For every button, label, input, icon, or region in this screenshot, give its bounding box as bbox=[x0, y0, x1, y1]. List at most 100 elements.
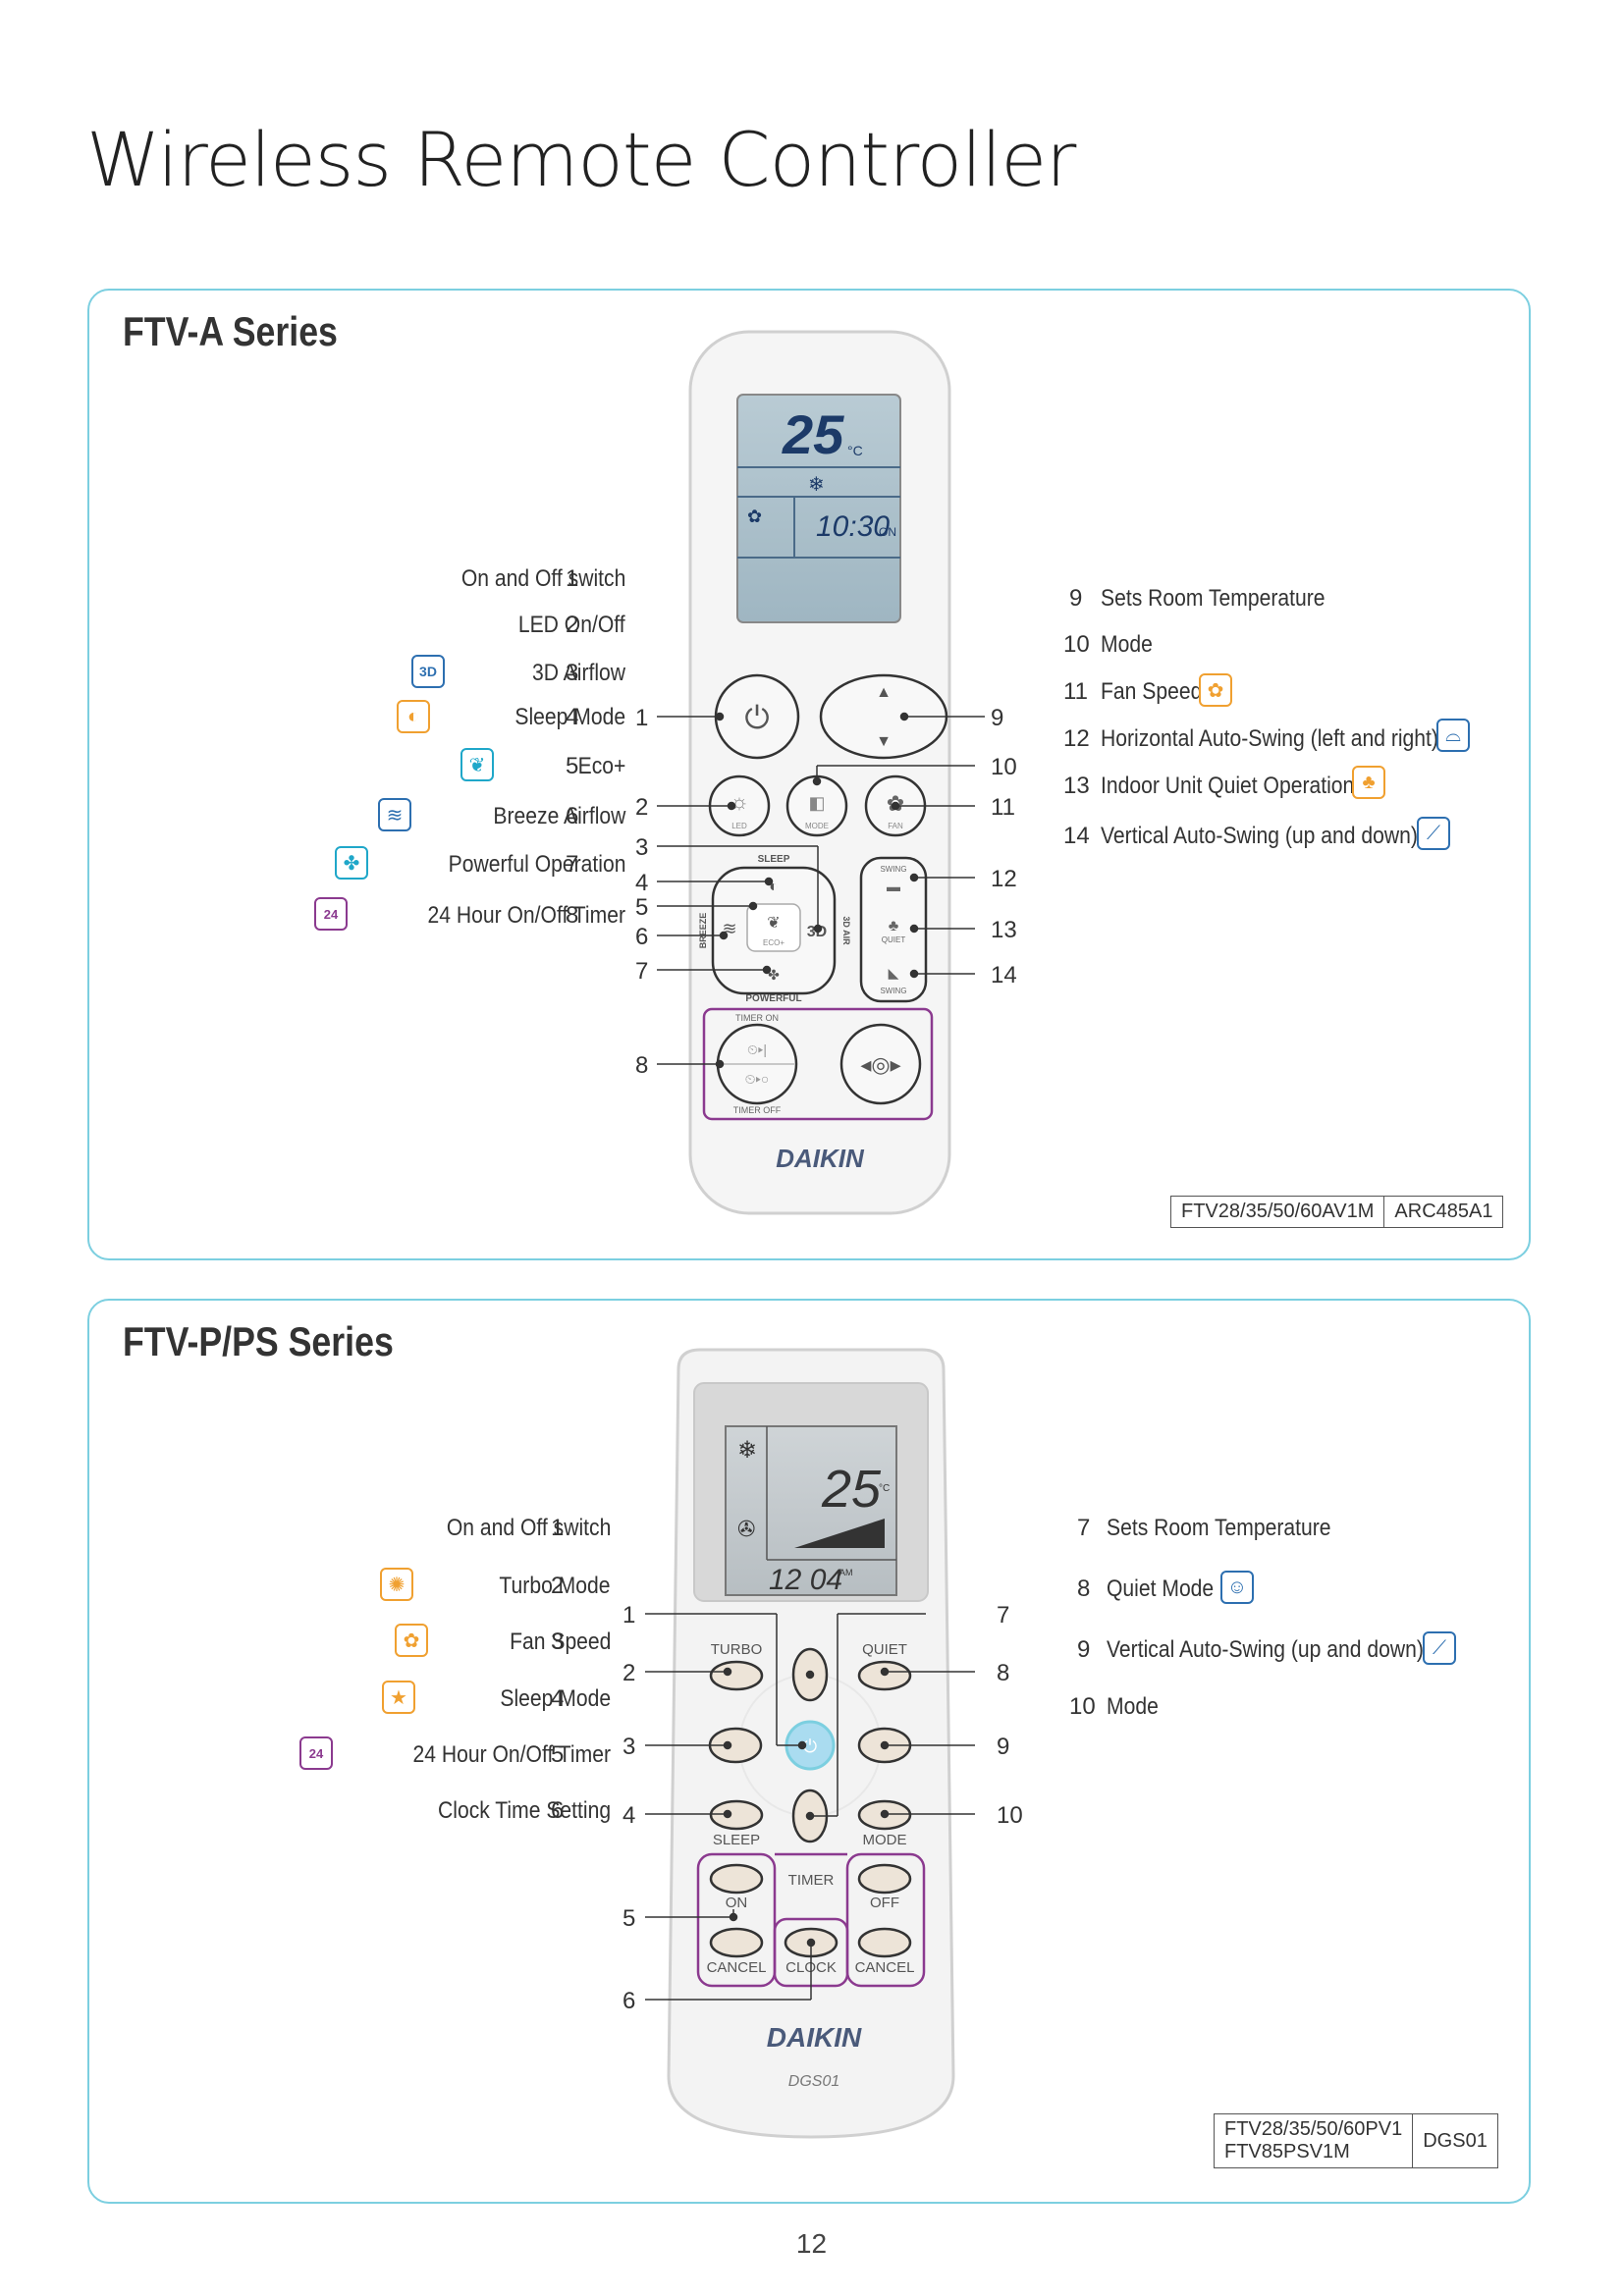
clock-arrows-icon: ◂◎▸ bbox=[860, 1052, 900, 1077]
callout-number: 9 bbox=[991, 705, 1003, 731]
lcd-screen bbox=[736, 394, 901, 623]
feature-label: Mode bbox=[1101, 631, 1153, 658]
daikin-logo: DAIKIN bbox=[776, 1144, 865, 1173]
feature-number: 2 bbox=[566, 612, 579, 638]
callout-number: 13 bbox=[991, 917, 1017, 943]
timer-on-label: ON bbox=[726, 1895, 748, 1911]
lcd-fan-level-bars bbox=[794, 1519, 885, 1548]
feature-number: 3 bbox=[566, 660, 579, 686]
sleep-button-icon: ◐ bbox=[769, 879, 779, 895]
sleep-mode-icon: ◐ bbox=[397, 700, 430, 733]
callout-number: 7 bbox=[635, 958, 648, 985]
fan-speed-icon: ✿ bbox=[1199, 673, 1232, 707]
feature-label: Eco+ bbox=[577, 753, 625, 779]
timer-off-button[interactable] bbox=[857, 1863, 912, 1895]
power-icon: ⏻ bbox=[803, 1736, 817, 1756]
clock-adjust-button[interactable] bbox=[839, 1023, 922, 1105]
feature-label: Powerful Operation bbox=[448, 851, 625, 878]
timer-off-icon: ⏲▸○ bbox=[745, 1071, 770, 1087]
turbo-button[interactable] bbox=[709, 1660, 764, 1691]
feature-label: Turbo Mode bbox=[499, 1573, 611, 1599]
ftv-p-series-panel: FTV-P/PS Series On and Off switch 1 ✺ Tu… bbox=[87, 1299, 1531, 2204]
horizontal-swing-button-icon: ▬ bbox=[887, 879, 900, 894]
sleep-label: SLEEP bbox=[758, 854, 790, 865]
feature-label: Vertical Auto-Swing (up and down) bbox=[1107, 1636, 1424, 1663]
callout-number: 8 bbox=[997, 1660, 1009, 1686]
lcd-screen bbox=[725, 1425, 897, 1596]
timer-on-label: TIMER ON bbox=[735, 1013, 779, 1023]
fan-button-label: FAN bbox=[888, 822, 903, 830]
feature-number: 13 bbox=[1063, 773, 1090, 799]
horizontal-swing-icon: ⌓ bbox=[1436, 719, 1470, 752]
quiet-button-icon: ♣ bbox=[889, 918, 899, 934]
callout-number: 5 bbox=[622, 1905, 635, 1932]
feature-number: 3 bbox=[551, 1629, 565, 1655]
remote-model-code: DGS01 bbox=[788, 2073, 839, 2090]
turbo-mode-icon: ✺ bbox=[380, 1568, 413, 1601]
timer-label: TIMER bbox=[788, 1872, 835, 1889]
vertical-swing-icon: ⟋ bbox=[1417, 817, 1450, 850]
lcd-snowflake-icon: ❄ bbox=[808, 474, 825, 496]
24h-timer-icon: 24 bbox=[299, 1736, 333, 1770]
down-arrow-icon: ▼ bbox=[876, 733, 892, 750]
eco-plus-button[interactable] bbox=[746, 903, 801, 952]
power-icon: ⏻ bbox=[744, 700, 769, 735]
feature-number: 6 bbox=[551, 1797, 565, 1824]
breeze-airflow-icon: ≋ bbox=[378, 798, 411, 831]
breeze-label: BREEZE bbox=[698, 913, 708, 949]
24h-timer-icon: 24 bbox=[314, 897, 348, 931]
powerful-button-icon: ✤ bbox=[768, 967, 780, 983]
sleep-button[interactable] bbox=[709, 1799, 764, 1831]
ftv-a-model-table: FTV28/35/50/60AV1M ARC485A1 bbox=[1169, 1196, 1504, 1228]
feature-label: LED On/Off bbox=[518, 612, 625, 638]
feature-number: 1 bbox=[566, 565, 579, 592]
sleep-mode-icon: ★ bbox=[382, 1681, 415, 1714]
callout-number: 7 bbox=[997, 1602, 1009, 1629]
ftv-a-series-panel: FTV-A Series On and Off switch 1 LED On/… bbox=[87, 289, 1531, 1260]
callout-number: 1 bbox=[622, 1602, 635, 1629]
powerful-label: POWERFUL bbox=[745, 993, 801, 1004]
feature-label: Sleep Mode bbox=[500, 1685, 611, 1712]
led-button-label: LED bbox=[731, 822, 747, 830]
callout-number: 3 bbox=[622, 1734, 635, 1760]
feature-number: 7 bbox=[1077, 1515, 1091, 1541]
indoor-model-cell: FTV28/35/50/60AV1M bbox=[1169, 1196, 1385, 1228]
callout-number: 10 bbox=[991, 754, 1017, 780]
lcd-temperature: 25 bbox=[782, 403, 844, 465]
eco-plus-icon: ❦ bbox=[460, 748, 494, 781]
quiet-operation-icon: ♣ bbox=[1352, 766, 1385, 799]
remote-model-cell: ARC485A1 bbox=[1383, 1196, 1504, 1228]
cancel-label: CANCEL bbox=[707, 1959, 767, 1976]
feature-number: 9 bbox=[1077, 1636, 1091, 1663]
callout-number: 4 bbox=[635, 870, 648, 896]
quiet-label: QUIET bbox=[862, 1641, 907, 1658]
swing-quiet-cluster[interactable] bbox=[859, 856, 928, 1003]
ftv-p-remote-illustration: ❄ ✇ 25 °C 12 04 AM ⏻ TURBO QUIET SLEEP M… bbox=[622, 1348, 1023, 2139]
lcd-snowflake-icon: ❄ bbox=[737, 1437, 757, 1464]
timer-cancel-button[interactable] bbox=[709, 1927, 764, 1958]
eco-plus-button-icon: ❦ bbox=[767, 915, 780, 932]
mode-label: MODE bbox=[863, 1832, 907, 1848]
feature-number: 4 bbox=[551, 1685, 565, 1712]
callout-number: 10 bbox=[997, 1802, 1023, 1829]
timer-on-button[interactable] bbox=[709, 1863, 764, 1895]
indoor-model-cell: FTV28/35/50/60PV1 FTV85PSV1M bbox=[1213, 2113, 1414, 2168]
timer-on-icon: ⏲▸| bbox=[747, 1041, 767, 1057]
feature-number: 5 bbox=[551, 1741, 565, 1768]
3d-airflow-icon: 3D bbox=[411, 655, 445, 688]
sleep-label: SLEEP bbox=[713, 1832, 760, 1848]
feature-number: 9 bbox=[1069, 585, 1083, 612]
mode-button-label: MODE bbox=[805, 822, 829, 830]
feature-number: 6 bbox=[566, 803, 579, 829]
timer-off-cancel-button[interactable] bbox=[857, 1927, 912, 1958]
feature-label: Sleep Mode bbox=[514, 704, 625, 730]
feature-label: Horizontal Auto-Swing (left and right) bbox=[1101, 725, 1438, 752]
timer-off-label: OFF bbox=[870, 1895, 899, 1911]
callout-number: 5 bbox=[635, 894, 648, 921]
feature-number: 11 bbox=[1063, 678, 1088, 705]
lcd-unit: °C bbox=[847, 443, 863, 458]
up-arrow-icon: ▲ bbox=[876, 684, 892, 701]
callout-number: 2 bbox=[622, 1660, 635, 1686]
callout-number: 2 bbox=[635, 794, 648, 821]
feature-number: 8 bbox=[1077, 1575, 1091, 1602]
